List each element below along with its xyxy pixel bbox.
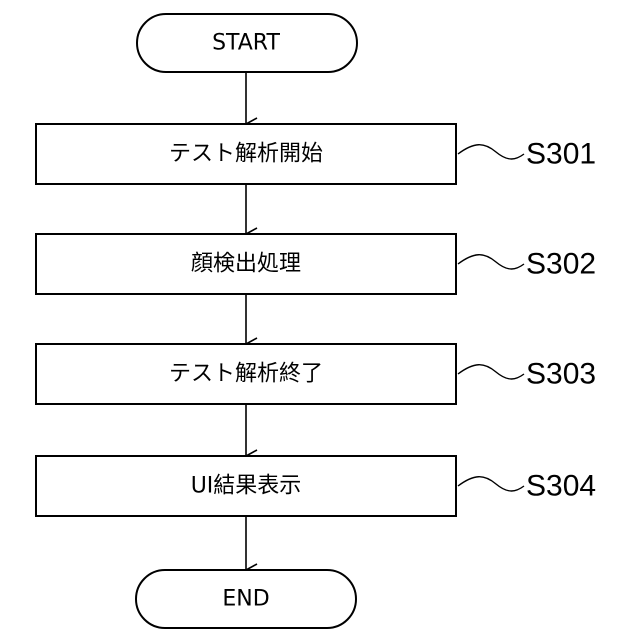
process-text-s303: テスト解析終了 <box>169 362 323 387</box>
process-box-s301: テスト解析開始 <box>36 124 456 184</box>
leader-line-s303 <box>458 365 524 379</box>
leader-line-s301 <box>458 145 524 159</box>
process-text-s302: 顔検出処理 <box>191 252 301 277</box>
start-label: START <box>212 31 280 56</box>
step-label-s304: S304 <box>526 470 596 503</box>
leader-line-s302 <box>458 255 524 269</box>
step-label-s301: S301 <box>526 138 596 171</box>
process-text-s301: テスト解析開始 <box>169 142 323 167</box>
process-box-s304: UI結果表示 <box>36 456 456 516</box>
end-label: END <box>222 587 269 612</box>
process-box-s303: テスト解析終了 <box>36 344 456 404</box>
process-text-s304: UI結果表示 <box>191 474 302 499</box>
step-label-s303: S303 <box>526 358 596 391</box>
leader-line-s304 <box>458 477 524 491</box>
process-box-s302: 顔検出処理 <box>36 234 456 294</box>
start-terminal: START <box>137 14 357 72</box>
end-terminal: END <box>136 570 356 628</box>
step-label-s302: S302 <box>526 248 596 281</box>
